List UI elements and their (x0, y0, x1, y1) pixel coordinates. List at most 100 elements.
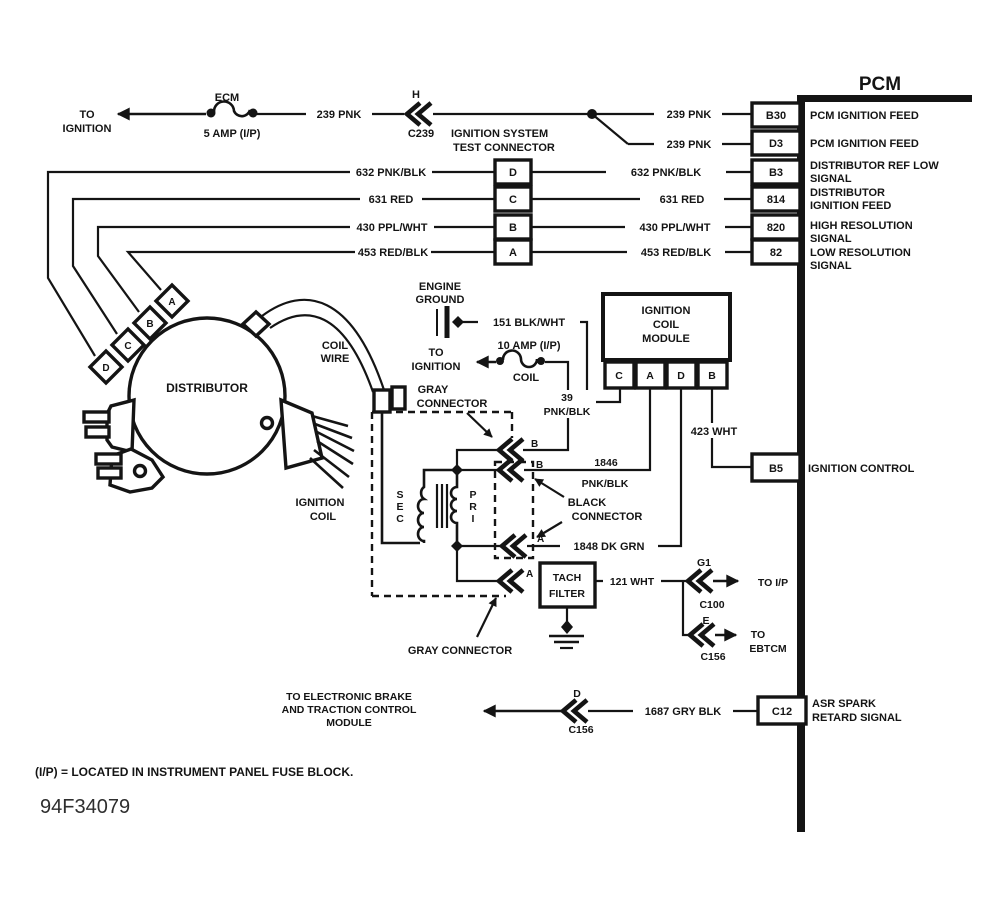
pcm-pin-82 (750, 238, 802, 266)
pcm-pin-b5-id: B5 (769, 463, 783, 475)
sec-label-c: C (396, 513, 404, 525)
wire-631-label: 631 RED (369, 194, 414, 206)
coil-wire-label-2: WIRE (321, 353, 350, 365)
primary-top-branch (455, 448, 499, 470)
label-backing (625, 219, 725, 234)
coil-wire-label-1: COIL (322, 340, 349, 352)
pigtail-pin (84, 425, 111, 439)
coil-tower-nub (240, 309, 272, 339)
pri-label-r: R (469, 501, 477, 513)
c156-name: C156 (568, 724, 593, 736)
wire-239-label: 239 PNK (667, 109, 712, 121)
label-backing (685, 423, 743, 438)
gray-connector-top-arrow (466, 412, 493, 438)
mounting-hole (132, 463, 148, 479)
wire-1846-path (524, 388, 652, 472)
junction-dot (451, 464, 463, 476)
test-connector-title-1: IGNITION SYSTEM (451, 128, 548, 140)
pcm-label-814-1: DISTRIBUTOR (810, 187, 885, 199)
c156-chevron (686, 622, 716, 648)
pcm-pins: B30 D3 B3 814 820 82 PCM IGNITION FEED P… (750, 101, 939, 272)
c100-cavity-label: G1 (697, 557, 711, 569)
dist-pin-b (131, 304, 169, 342)
dist-pin-d (87, 348, 125, 386)
pcm-label-c12-2: RETARD SIGNAL (812, 712, 902, 724)
module-title-1: IGNITION (642, 305, 691, 317)
wire-430-label: 430 PPL/WHT (640, 222, 711, 234)
pri-label-p: P (469, 489, 476, 501)
module-pin-c (603, 360, 636, 390)
pigtail-body (279, 397, 325, 471)
test-pin-a-label: A (509, 247, 517, 259)
coil-fuse-circuit: TO IGNITION 10 AMP (I/P) COIL 39 PNK/BLK (412, 340, 596, 452)
coil-wire-outer (261, 298, 386, 391)
pigtail-pin (316, 439, 354, 466)
pcm-label-820-1: HIGH RESOLUTION (810, 220, 913, 232)
wire-453-label: 453 RED/BLK (641, 247, 711, 259)
dist-pin-a-label: A (168, 297, 175, 308)
pcm-label-820-2: SIGNAL (810, 233, 852, 245)
tach-ground-dot (561, 620, 573, 634)
gray-connector-top-label-1: GRAY (418, 384, 449, 396)
label-backing (606, 164, 726, 179)
pigtail-pin (311, 414, 349, 428)
ignition-control-pin: B5 IGNITION CONTROL (750, 452, 915, 483)
module-pin-a-label: A (646, 370, 654, 382)
ignition-coil-assembly: S E C P R I B B A A (370, 385, 544, 598)
ignition-coil-label-1: IGNITION (296, 497, 345, 509)
c239-inline-connector-chevron (403, 101, 433, 127)
ebtcm-module-label-3: MODULE (326, 717, 372, 729)
pcm-pin-b30 (750, 101, 802, 129)
c156-chevron-d (559, 698, 589, 724)
wire-239-branch (591, 113, 629, 145)
ignition-coil-module: IGNITION COIL MODULE C A D B 1846 PNK/BL… (524, 292, 752, 553)
tach-filter-box (538, 561, 597, 609)
coil-fuse-rating: 10 AMP (I/P) (498, 340, 561, 352)
pcm-label-82-1: LOW RESOLUTION (810, 247, 911, 259)
test-pin-a (493, 238, 533, 266)
pcm-label-c12-1: ASR SPARK (812, 698, 876, 710)
pcm-pin-d3-id: D3 (769, 138, 783, 150)
pcm-pin-b3-id: B3 (769, 167, 783, 179)
label-backing (350, 219, 434, 234)
distributor-right-pigtail (259, 397, 355, 489)
pcm-label-b3-1: DISTRIBUTOR REF LOW (810, 160, 939, 172)
wire-631-label: 631 RED (660, 194, 705, 206)
pcm-pin-b30-id: B30 (766, 110, 786, 122)
wire-632-path (46, 170, 495, 357)
label-backing (540, 390, 596, 418)
fuse-terminal-dot (248, 108, 258, 118)
c239-name: C239 (408, 128, 434, 140)
wire-423-label: 423 WHT (691, 426, 738, 438)
pigtail-pin (82, 410, 111, 424)
pigtail-pin (309, 457, 344, 489)
test-pin-c (493, 185, 533, 213)
pcm-label-b30: PCM IGNITION FEED (810, 110, 919, 122)
black-connector-label-2: CONNECTOR (572, 511, 643, 523)
pigtail-pin (96, 466, 123, 480)
test-pin-d-label: D (509, 167, 517, 179)
junction-dot (451, 540, 463, 552)
label-backing (627, 244, 725, 259)
test-pin-d (493, 158, 533, 186)
wire-423-path (710, 388, 752, 469)
label-backing (633, 703, 733, 718)
module-pin-d-label: D (677, 370, 685, 382)
distributor-left-pigtails (82, 397, 166, 494)
wire-1848-label: 1848 DK GRN (574, 541, 645, 553)
wire-430-path (96, 225, 495, 313)
to-ignition-label-2: IGNITION (63, 123, 112, 135)
c156-cavity-d-label: D (573, 688, 581, 700)
secondary-rail (380, 412, 420, 545)
pcm-label-b5: IGNITION CONTROL (808, 463, 915, 475)
gray-connector-top-label-2: CONNECTOR (417, 398, 488, 410)
figure-id: 94F34079 (40, 796, 130, 818)
tach-filter-label-1: TACH (553, 572, 581, 584)
gray-connector-bottom-label: GRAY CONNECTOR (408, 645, 512, 657)
coil-tower (390, 385, 407, 411)
black-connector-chevron-b (495, 457, 525, 483)
engine-ground-label-1: ENGINE (419, 281, 461, 293)
black-chevron-a-label: A (537, 534, 544, 545)
label-backing (478, 314, 580, 329)
